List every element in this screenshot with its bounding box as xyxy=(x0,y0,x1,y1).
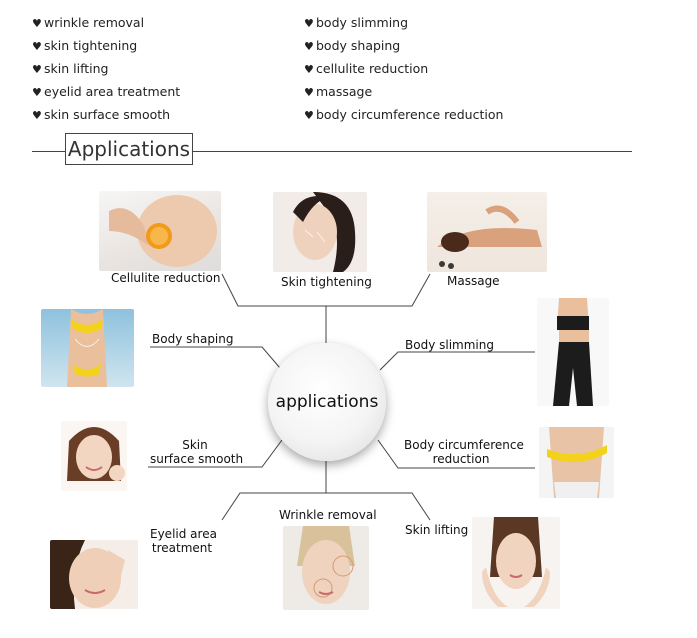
feature-text: eyelid area treatment xyxy=(44,84,181,99)
feature-text: body circumference reduction xyxy=(316,107,504,122)
heading-rule-left xyxy=(32,151,65,152)
cellulite-illustration xyxy=(109,195,217,267)
face-hands-illustration xyxy=(482,517,550,607)
label-line: Skin xyxy=(182,438,208,452)
label-body-slimming: Body slimming xyxy=(405,338,494,352)
section-title: Applications xyxy=(65,133,193,165)
label-line: Eyelid area xyxy=(150,527,217,541)
label-skin-tightening: Skin tightening xyxy=(281,275,372,289)
connector-body-slimming xyxy=(379,351,535,371)
body-slimming-image xyxy=(537,298,609,406)
label-skin-lifting: Skin lifting xyxy=(405,523,469,537)
feature-item: ♥skin lifting xyxy=(32,58,180,81)
label-line: treatment xyxy=(151,541,213,555)
label-line: Body circumference xyxy=(404,438,524,452)
heart-icon: ♥ xyxy=(304,63,314,76)
face-illustration xyxy=(293,192,356,272)
label-line: surface smooth xyxy=(150,452,244,466)
heart-icon: ♥ xyxy=(304,109,314,122)
eyelid-illustration xyxy=(50,540,125,609)
massage-image xyxy=(427,192,547,272)
feature-item: ♥body slimming xyxy=(304,12,503,35)
label-cellulite-reduction: Cellulite reduction xyxy=(111,271,221,285)
heart-icon: ♥ xyxy=(32,109,42,122)
feature-item: ♥wrinkle removal xyxy=(32,12,180,35)
feature-text: skin surface smooth xyxy=(44,107,171,122)
label-massage: Massage xyxy=(447,274,500,288)
feature-text: body shaping xyxy=(316,38,401,53)
massage-illustration xyxy=(437,205,542,269)
feature-item: ♥cellulite reduction xyxy=(304,58,503,81)
heart-icon: ♥ xyxy=(304,40,314,53)
connector-bottom-bracket xyxy=(221,492,431,521)
feature-item: ♥body shaping xyxy=(304,35,503,58)
bikini-illustration xyxy=(67,309,107,387)
eyelid-image xyxy=(50,540,138,609)
feature-text: cellulite reduction xyxy=(316,61,429,76)
connector-skin-surface xyxy=(148,439,283,468)
connector-top-bracket xyxy=(221,273,431,307)
skin-surface-image xyxy=(61,421,127,491)
heart-icon: ♥ xyxy=(32,86,42,99)
feature-item: ♥skin tightening xyxy=(32,35,180,58)
feature-text: wrinkle removal xyxy=(44,15,145,30)
body-circumference-image xyxy=(539,427,614,498)
connector-body-shaping xyxy=(150,346,281,369)
label-skin-surface-smooth: Skin surface smooth xyxy=(150,438,244,466)
label-body-shaping: Body shaping xyxy=(152,332,234,346)
heart-icon: ♥ xyxy=(32,40,42,53)
heart-icon: ♥ xyxy=(304,86,314,99)
center-circle: applications xyxy=(268,343,386,461)
heart-icon: ♥ xyxy=(32,17,42,30)
feature-text: skin lifting xyxy=(44,61,109,76)
measuring-tape-illustration xyxy=(547,427,607,498)
heart-icon: ♥ xyxy=(304,17,314,30)
skin-tightening-image xyxy=(273,192,367,272)
heart-icon: ♥ xyxy=(32,63,42,76)
label-eyelid-area-treatment: Eyelid area treatment xyxy=(150,527,217,555)
feature-text: body slimming xyxy=(316,15,409,30)
skin-lifting-image xyxy=(472,517,560,609)
center-label: applications xyxy=(275,392,379,412)
feature-text: massage xyxy=(316,84,373,99)
feature-item: ♥eyelid area treatment xyxy=(32,81,180,104)
feature-item: ♥massage xyxy=(304,81,503,104)
label-body-circumference-reduction: Body circumference reduction xyxy=(404,438,524,466)
label-line: reduction xyxy=(432,452,490,466)
heading-rule-right xyxy=(193,151,632,152)
label-wrinkle-removal: Wrinkle removal xyxy=(279,508,377,522)
connector-body-circ xyxy=(377,439,535,469)
feature-item: ♥skin surface smooth xyxy=(32,104,180,127)
body-shaping-image xyxy=(41,309,134,387)
feature-item: ♥body circumference reduction xyxy=(304,104,503,127)
sportswear-illustration xyxy=(553,298,593,406)
cellulite-image xyxy=(99,191,221,271)
feature-list-left: ♥wrinkle removal ♥skin tightening ♥skin … xyxy=(32,12,180,127)
feature-list-right: ♥body slimming ♥body shaping ♥cellulite … xyxy=(304,12,503,127)
wrinkle-removal-image xyxy=(283,526,369,610)
feature-text: skin tightening xyxy=(44,38,138,53)
face-circles-illustration xyxy=(297,526,355,604)
face-smile-illustration xyxy=(67,427,125,481)
